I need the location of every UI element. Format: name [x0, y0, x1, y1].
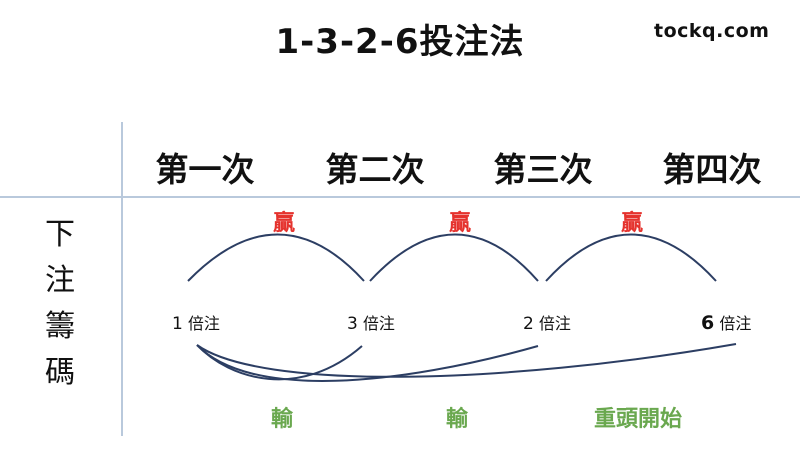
bet-multiplier: 3 [347, 314, 358, 334]
restart-arc [196, 343, 737, 378]
bet-1: 1 倍注 [172, 310, 220, 334]
win-arc-2 [369, 233, 539, 282]
bet-unit: 倍注 [187, 314, 220, 333]
row-label-char: 碼 [45, 355, 75, 390]
bet-unit: 倍注 [538, 314, 571, 333]
win-label-3: 贏 [620, 211, 643, 236]
restart-label: 重頭開始 [594, 407, 683, 432]
win-arc-3 [545, 233, 717, 282]
row-label-char: 下 [45, 217, 75, 252]
round-4-header: 第四次 [662, 150, 762, 189]
win-arc-1 [187, 233, 365, 282]
round-2-header: 第二次 [325, 150, 425, 189]
bet-6: 6 倍注 [701, 310, 751, 334]
row-label-char: 籌 [45, 309, 75, 344]
bet-multiplier: 1 [172, 314, 183, 334]
bet-2: 2 倍注 [523, 310, 571, 334]
vertical-divider [121, 122, 123, 436]
bet-unit: 倍注 [719, 314, 752, 333]
round-1-header: 第一次 [155, 150, 255, 189]
bet-3: 3 倍注 [347, 310, 395, 334]
lose-label-1: 輸 [271, 407, 294, 432]
bet-multiplier: 2 [523, 314, 534, 334]
win-label-1: 贏 [272, 211, 295, 236]
bet-unit: 倍注 [362, 314, 395, 333]
bet-multiplier: 6 [701, 312, 715, 334]
round-3-header: 第三次 [493, 150, 593, 189]
lose-label-2: 輸 [446, 407, 469, 432]
watermark: tockq.com [654, 20, 770, 42]
row-label-char: 注 [45, 263, 75, 298]
horizontal-divider [0, 196, 800, 198]
page-title: 1-3-2-6投注法 [275, 22, 525, 62]
lose-arc-2 [196, 344, 539, 382]
row-label: 下 注 籌 碼 [30, 212, 90, 396]
win-label-2: 贏 [448, 211, 471, 236]
